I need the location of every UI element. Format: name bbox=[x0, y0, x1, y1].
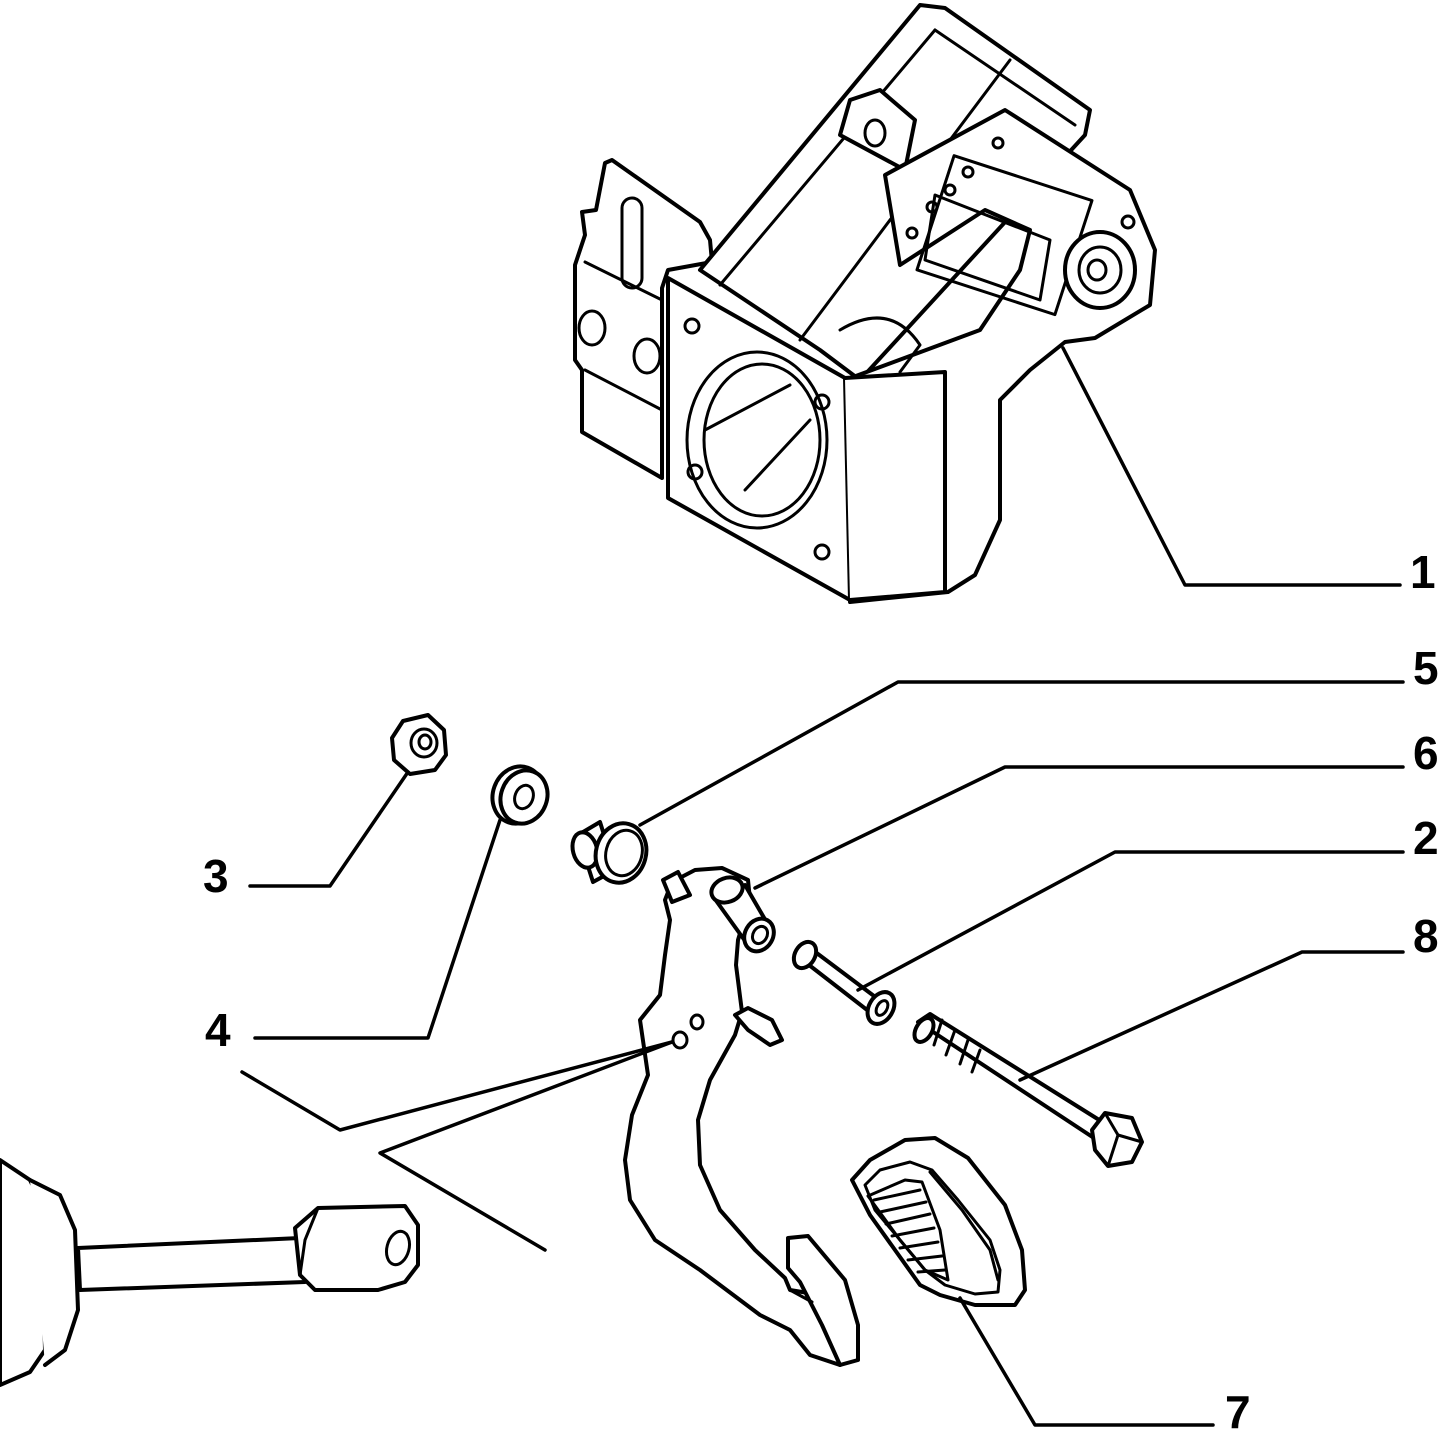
assembly-line-a bbox=[240, 1040, 674, 1132]
leader-8 bbox=[1018, 950, 1405, 1082]
callout-6: 6 bbox=[1413, 727, 1439, 779]
pedal-pad bbox=[850, 1136, 1027, 1307]
leader-7 bbox=[958, 1296, 1215, 1427]
master-cylinder-pushrod bbox=[0, 1158, 420, 1387]
spacer-bush bbox=[570, 820, 649, 885]
callout-8: 8 bbox=[1413, 910, 1439, 962]
assembly-line-b bbox=[378, 1040, 674, 1252]
callout-1: 1 bbox=[1410, 546, 1436, 598]
leader-3 bbox=[248, 770, 410, 888]
nut bbox=[390, 713, 448, 776]
washer bbox=[490, 764, 550, 826]
pivot-bolt bbox=[912, 1012, 1144, 1168]
callout-5: 5 bbox=[1413, 642, 1439, 694]
callout-3: 3 bbox=[203, 850, 229, 902]
pedal-bracket bbox=[573, 3, 1157, 604]
leader-4 bbox=[253, 818, 502, 1040]
callout-7: 7 bbox=[1225, 1386, 1251, 1432]
leader-lines bbox=[240, 346, 1405, 1427]
callouts: 1 5 6 2 8 3 4 7 bbox=[203, 546, 1439, 1432]
pedal-lever bbox=[623, 866, 860, 1367]
callout-4: 4 bbox=[205, 1004, 231, 1056]
leader-1 bbox=[1061, 346, 1402, 587]
leader-5 bbox=[638, 680, 1405, 827]
pivot-bushing bbox=[791, 939, 897, 1026]
leader-6 bbox=[753, 765, 1405, 890]
leader-2 bbox=[856, 850, 1405, 992]
callout-2: 2 bbox=[1413, 812, 1439, 864]
